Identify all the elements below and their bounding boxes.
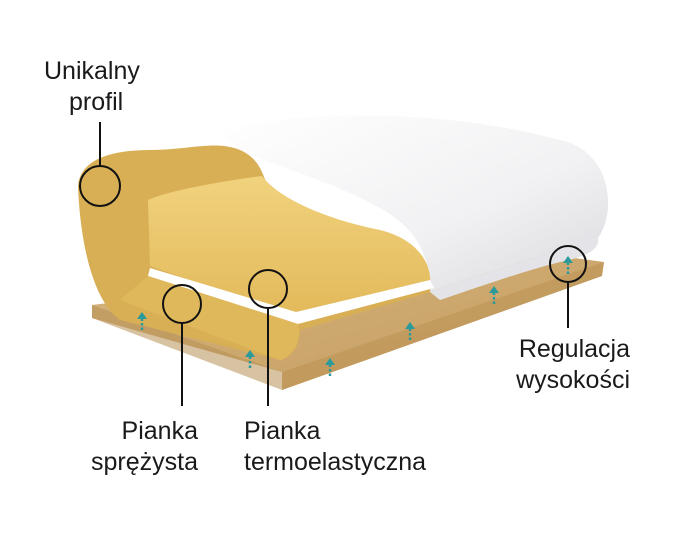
arrow-up-icon — [489, 286, 499, 304]
label-unique-profile-line2: profil — [69, 88, 124, 116]
label-unique-profile-line1: Unikalny — [44, 57, 140, 85]
label-elastic-foam-line2: sprężysta — [91, 448, 198, 476]
foam-separator — [148, 268, 434, 324]
label-thermo-foam-line2: termoelastyczna — [244, 448, 427, 476]
label-thermo-foam-line1: Pianka — [244, 417, 321, 445]
label-height-adjust-line2: wysokości — [516, 366, 630, 394]
arrow-up-icon — [245, 350, 255, 368]
pillow-cover — [220, 115, 609, 300]
arrow-up-icon — [405, 322, 415, 340]
height-arrows — [137, 256, 573, 376]
label-thermo-foam: Pianka termoelastyczna — [244, 416, 426, 478]
label-height-adjust-line1: Regulacja — [518, 335, 630, 363]
arrow-up-icon — [325, 358, 335, 376]
label-elastic-foam: Pianka sprężysta — [70, 416, 198, 478]
label-height-adjust: Regulacja wysokości — [490, 334, 630, 396]
label-elastic-foam-line1: Pianka — [121, 417, 198, 445]
arrow-up-icon — [563, 256, 573, 274]
arrow-up-icon — [137, 312, 147, 330]
label-unique-profile: Unikalny profil — [44, 56, 140, 118]
callouts — [79, 122, 587, 406]
